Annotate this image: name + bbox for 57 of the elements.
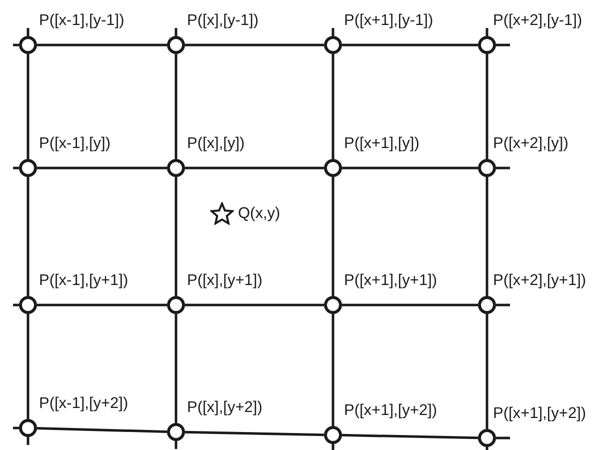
- grid-line: [486, 314, 488, 429]
- point-label: P([x+1],[y+1]): [344, 272, 438, 290]
- point-label: P([x+1],[y-1]): [344, 12, 434, 30]
- grid-point: [478, 429, 496, 447]
- point-label: P([x+1],[y+2]): [344, 402, 438, 420]
- grid-point: [167, 159, 185, 177]
- grid-line: [342, 434, 478, 440]
- point-label: P([x],[y]): [187, 135, 245, 153]
- grid-point: [324, 36, 342, 54]
- grid-line: [332, 177, 334, 296]
- grid-line: [174, 177, 178, 296]
- grid-line: [332, 314, 334, 426]
- grid-point: [478, 159, 496, 177]
- grid-line: [37, 44, 167, 46]
- grid-line: [174, 54, 178, 159]
- grid-point: [167, 36, 185, 54]
- grid-point: [167, 423, 185, 441]
- grid-line: [342, 304, 478, 306]
- grid-point: [324, 159, 342, 177]
- point-label: P([x+2],[y+1]): [493, 272, 586, 290]
- grid-line: [332, 54, 334, 159]
- point-label: P([x+2],[y-1]): [493, 12, 582, 30]
- grid-line: [185, 166, 324, 170]
- point-label: P([x-1],[y+1]): [39, 272, 128, 290]
- grid-point: [19, 296, 37, 314]
- grid-line: [174, 314, 178, 423]
- grid-line: [26, 177, 30, 296]
- grid-line: [185, 44, 324, 46]
- point-label: P([x-1],[y]): [39, 135, 110, 153]
- grid-line: [37, 166, 167, 170]
- grid-point: [478, 296, 496, 314]
- point-label: P([x],[y-1]): [187, 12, 258, 30]
- point-label: P([x],[y+2]): [187, 399, 262, 417]
- grid-line: [36, 427, 168, 433]
- point-label: P([x+2],[y]): [493, 135, 568, 153]
- point-label: P([x+1],[y]): [344, 135, 420, 153]
- grid-point: [167, 296, 185, 314]
- grid-point: [478, 36, 496, 54]
- grid-line: [486, 54, 488, 159]
- point-label: P([x],[y+1]): [187, 272, 262, 290]
- grid-point: [19, 36, 37, 54]
- point-label: P([x-1],[y+2]): [39, 395, 128, 413]
- grid-line: [342, 44, 478, 46]
- grid-point: [324, 426, 342, 444]
- point-label: P([x+1],[y+2]): [493, 405, 586, 423]
- grid-line: [185, 304, 324, 306]
- point-label: Q(x,y): [238, 205, 280, 223]
- grid-line: [486, 177, 488, 296]
- grid-point: [19, 159, 37, 177]
- grid-line: [184, 430, 324, 436]
- grid-point: [324, 296, 342, 314]
- point-label: P([x-1],[y-1]): [39, 12, 124, 30]
- grid-line: [26, 314, 30, 419]
- grid-line: [342, 166, 478, 170]
- grid-line: [37, 304, 167, 306]
- grid-line: [26, 54, 30, 159]
- grid-point: [19, 419, 37, 437]
